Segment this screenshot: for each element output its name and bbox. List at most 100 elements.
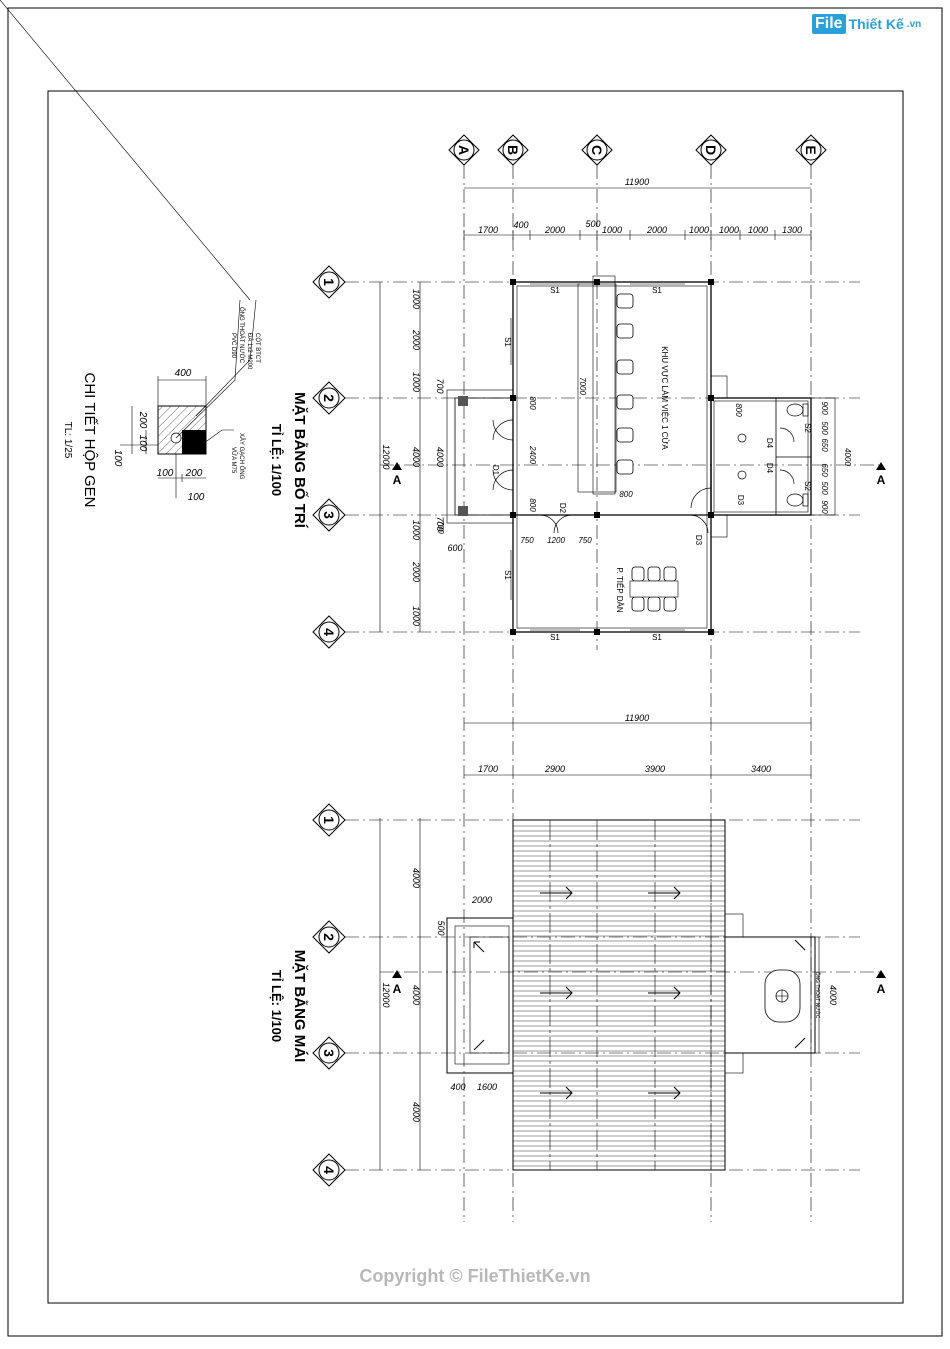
plan2-row-dim-total: 12000 <box>381 982 391 1007</box>
logo-text: Thiết Kế <box>848 16 904 32</box>
dim-2000a: 2000 <box>544 225 565 235</box>
plan2-row-dim-c: 4000 <box>411 1102 421 1122</box>
dim-1000d: 1000 <box>748 225 768 235</box>
axis-label-1: 1 <box>321 278 337 286</box>
dim-800d: 800 <box>734 403 743 417</box>
detail-dim-100c: 100 <box>157 468 174 479</box>
dim-800b: 800 <box>528 498 537 512</box>
door-d4-b: D4 <box>765 463 774 474</box>
row-dim-1000c: 1000 <box>411 520 421 540</box>
detail-dim-400: 400 <box>175 368 192 379</box>
roof-hatch <box>513 825 725 1167</box>
plan1-walls <box>446 275 836 633</box>
plan2-axis-1: 1 <box>321 816 337 824</box>
axis-label-a: A <box>456 145 472 155</box>
dim-1700: 1700 <box>478 225 498 235</box>
plan1-overall-dim: 11900 <box>625 177 649 187</box>
plan2-dim-1700: 1700 <box>478 764 498 774</box>
copyright-watermark: Copyright © FileThietKe.vn <box>359 1266 591 1286</box>
plan1-columns <box>458 279 714 635</box>
door-d3-a: D3 <box>736 495 745 506</box>
dim-500b: 500 <box>820 481 829 495</box>
plan2-axis-2: 2 <box>321 933 337 941</box>
plan1-toilets <box>737 403 809 507</box>
dim-1000a: 1000 <box>602 225 622 235</box>
roof-drain-note: ỐNG THOÁT NƯỚC <box>814 972 821 1019</box>
plan2-axis-4: 4 <box>321 1166 337 1174</box>
row-dim-1000a: 1000 <box>411 289 421 309</box>
window-s1-left: S1 <box>503 337 512 347</box>
plan2-dim-4000: 4000 <box>828 985 838 1005</box>
plan2-row-dim-a: 4000 <box>411 868 421 888</box>
detail-dim-200: 200 <box>137 411 148 429</box>
dim-650b: 650 <box>820 463 829 477</box>
row-dim-1000b: 1000 <box>411 372 421 392</box>
row-dim-1000d: 1000 <box>411 606 421 626</box>
row-dim-2000b: 2000 <box>411 561 421 582</box>
axis-label-4: 4 <box>321 628 337 636</box>
logo-badge: File <box>812 14 846 34</box>
window-s1-left-lower: S1 <box>503 570 512 580</box>
dim-1000c: 1000 <box>719 225 739 235</box>
inner-dim-700a: 700 <box>435 378 445 393</box>
plan2-section-marks <box>392 970 886 978</box>
row-dim-4000: 4000 <box>411 447 421 467</box>
detail-dim-100a: 100 <box>137 435 148 452</box>
plan1-scale: TỈ LỆ: 1/100 <box>269 424 284 496</box>
dim-900b: 900 <box>820 500 829 514</box>
dim-750b: 750 <box>578 536 592 545</box>
inner-frame <box>47 90 904 1304</box>
roof-outline <box>446 819 820 1171</box>
room-label-reception: P. TIẾP DÂN <box>615 567 625 613</box>
door-d1: D1 <box>491 465 500 476</box>
dim-7000: 7000 <box>578 377 587 395</box>
plan1-section-marks <box>392 462 886 470</box>
dim-700-extra: 700 <box>436 520 445 534</box>
plan2-dim-3900: 3900 <box>645 764 665 774</box>
inner-dim-4000: 4000 <box>435 447 445 467</box>
axis-label-2: 2 <box>321 394 337 402</box>
detail-dim-100d: 100 <box>188 492 205 503</box>
dim-800a: 800 <box>528 396 537 410</box>
door-d4-a: D4 <box>765 438 774 449</box>
plan1-windows <box>510 283 685 631</box>
plan1-dim-lines <box>379 187 812 632</box>
plan1-doors <box>492 419 795 534</box>
door-d3-b: D3 <box>694 535 703 546</box>
dim-1300: 1300 <box>782 225 802 235</box>
detail-note-pipe: ỐNG THOÁT NƯỚC <box>238 307 245 364</box>
axis-label-e: E <box>803 145 819 154</box>
gen-box-detail <box>0 0 257 498</box>
detail-note-pvc: PVC D90 <box>230 333 236 359</box>
plan2-dim-2900: 2900 <box>544 764 565 774</box>
dim-1000b: 1000 <box>689 225 709 235</box>
site-logo: File Thiết Kế .vn <box>812 14 921 34</box>
dim-750a: 750 <box>520 536 534 545</box>
dim-650a: 650 <box>820 438 829 452</box>
row-dim-12000: 12000 <box>381 444 391 469</box>
outer-frame <box>7 7 943 1337</box>
plan1-title: MẶT BẰNG BỐ TRÍ <box>291 392 309 529</box>
axis-label-b: B <box>505 145 521 155</box>
window-s1-bottom-right: S1 <box>652 633 662 642</box>
window-s2-b: S2 <box>803 481 812 491</box>
plan1-chairs <box>616 293 679 612</box>
axis-label-d: D <box>703 145 719 155</box>
plan2-dim-500: 500 <box>436 920 446 935</box>
plan2-section-a-right: A <box>877 982 886 996</box>
axis-label-c: C <box>589 145 605 155</box>
axis-label-3: 3 <box>321 511 337 519</box>
dim-500a: 500 <box>820 421 829 435</box>
row-dim-2000a: 2000 <box>411 329 421 350</box>
axis-bubbles-letters <box>448 134 827 166</box>
roof-slope-arrows <box>473 886 806 1100</box>
room-label-workspace: KHU VỰC LÀM VIỆC 1 CỬA <box>660 346 669 450</box>
window-s1-top-left: S1 <box>550 286 560 295</box>
dim-4000-right: 4000 <box>843 448 852 466</box>
plan2-row-dim-b: 4000 <box>411 985 421 1005</box>
detail-note-mortar: VỮA M75 <box>230 447 237 474</box>
detail-note-brick: XÂY GẠCH ỐNG <box>238 433 245 480</box>
detail-dim-200b: 200 <box>185 468 203 479</box>
